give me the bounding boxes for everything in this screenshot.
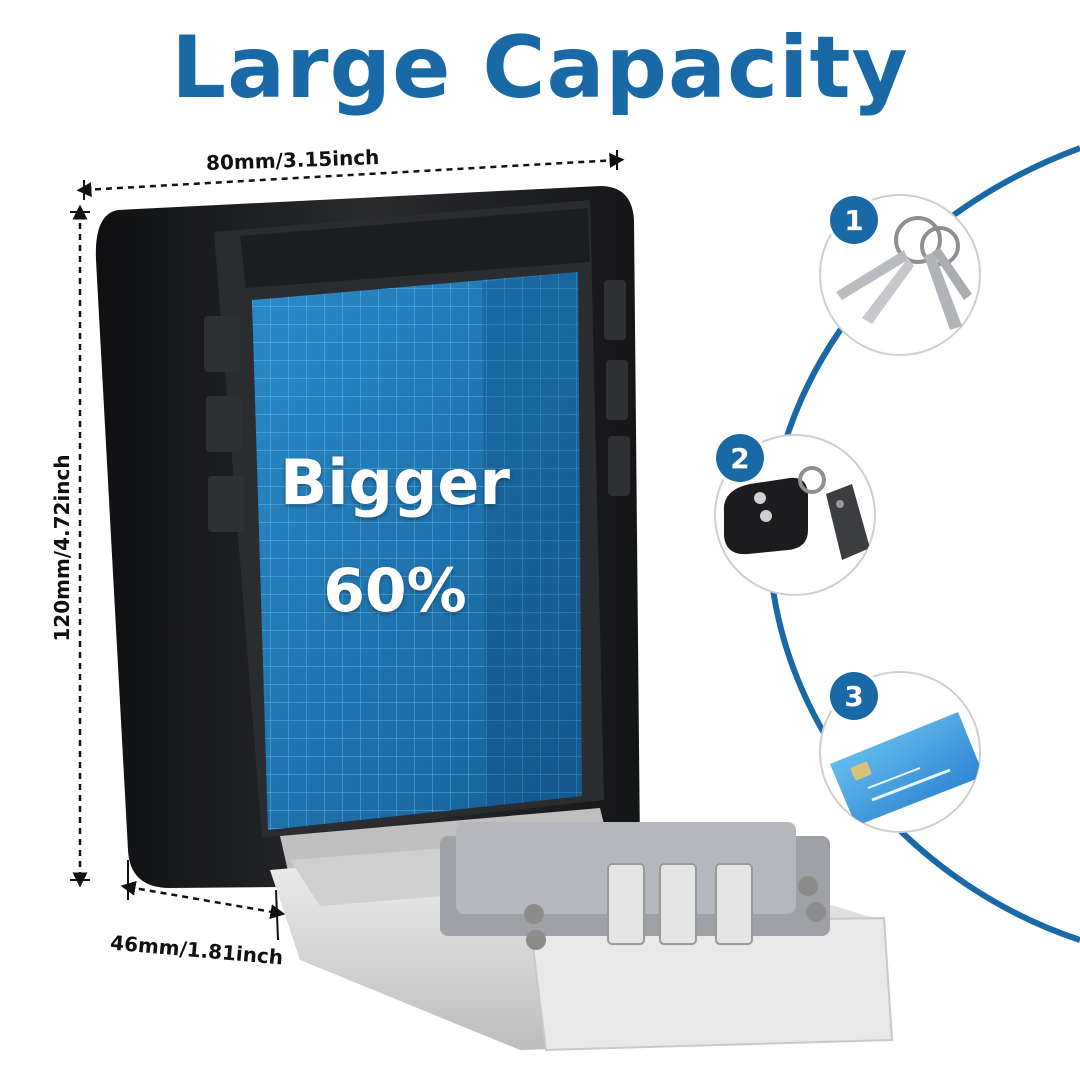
car-key-fob-icon: [723, 466, 870, 560]
item-number-badge-2: 2: [716, 434, 764, 482]
page-title: Large Capacity: [171, 18, 909, 118]
item-number-badge-3: 3: [830, 672, 878, 720]
item-number-badge-1: 1: [830, 196, 878, 244]
depth-dimension-line: [120, 860, 286, 941]
capacity-grid: [252, 272, 582, 830]
capacity-headline: Bigger: [280, 446, 510, 519]
width-dimension-line: [76, 150, 625, 200]
capacity-percentage: 60%: [323, 556, 467, 626]
height-dimension-line: [70, 204, 90, 888]
bank-card-icon: [830, 712, 980, 826]
height-dimension-text: 120mm/4.72inch: [50, 454, 74, 642]
keys-icon: [836, 216, 972, 330]
open-lid-mechanism: [270, 808, 894, 1052]
